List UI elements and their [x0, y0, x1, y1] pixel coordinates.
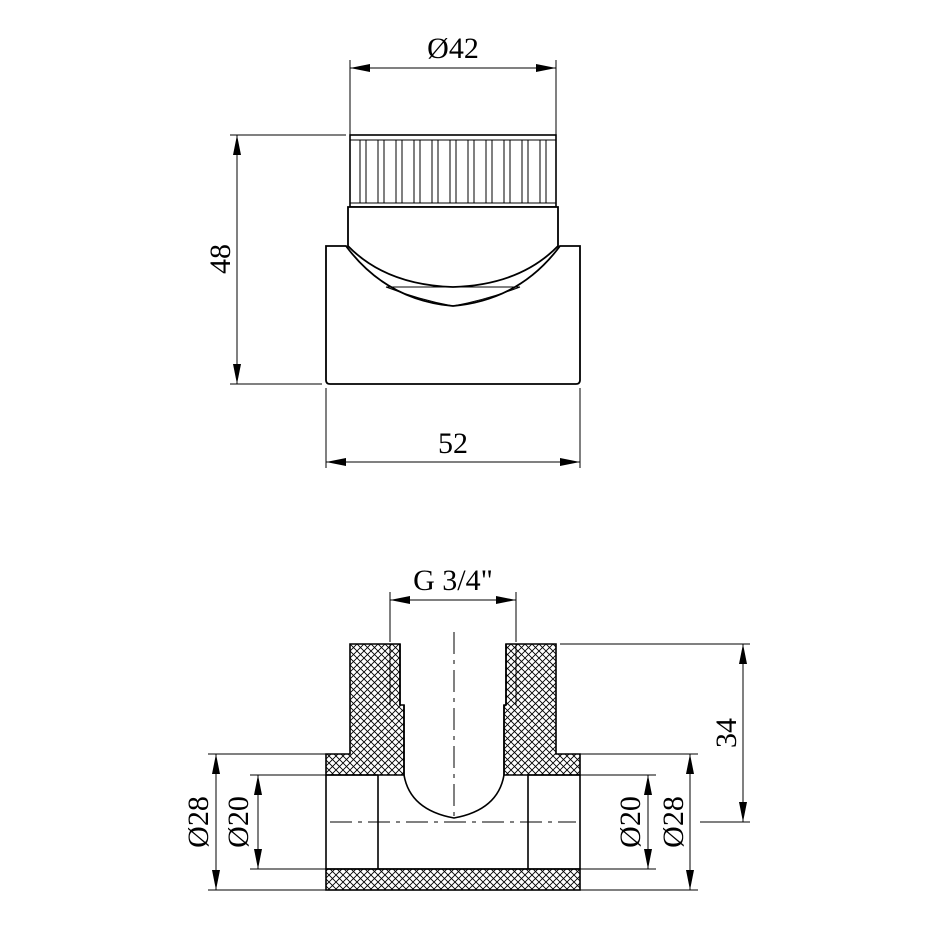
- cap-collar: [347, 206, 559, 307]
- dimension-right-outer-28: Ø28: [580, 753, 698, 891]
- dimension-left-inner-20: Ø20: [222, 774, 326, 870]
- top-diameter-label: Ø42: [427, 32, 479, 65]
- section-wall-bottom: [325, 868, 581, 891]
- top-height-label: 48: [204, 244, 237, 274]
- left-inner-diameter-label: Ø20: [222, 796, 255, 848]
- cap-knurled-ring: [349, 134, 557, 208]
- top-width-label: 52: [438, 427, 468, 460]
- dimension-height-48: 48: [204, 134, 346, 385]
- dimension-width-52: 52: [325, 388, 581, 468]
- dimension-right-inner-20: Ø20: [580, 774, 656, 870]
- thread-label: G 3/4": [413, 564, 493, 597]
- dimension-height-34: 34: [560, 643, 750, 823]
- section-view: G 3/4" 34 Ø28 Ø20: [182, 564, 750, 891]
- left-outer-diameter-label: Ø28: [182, 796, 215, 848]
- right-outer-diameter-label: Ø28: [657, 796, 690, 848]
- dimension-left-outer-28: Ø28: [182, 753, 326, 891]
- dimension-diameter-42: Ø42: [349, 32, 557, 135]
- thread-lines: [389, 644, 517, 705]
- right-inner-diameter-label: Ø20: [614, 796, 647, 848]
- section-wall-left: [325, 643, 405, 776]
- section-height-label: 34: [710, 718, 743, 748]
- top-view: Ø42 48 52: [204, 32, 581, 468]
- section-wall-right: [503, 643, 581, 776]
- inner-bore: [325, 705, 581, 870]
- dimension-thread-g34: G 3/4": [389, 564, 517, 642]
